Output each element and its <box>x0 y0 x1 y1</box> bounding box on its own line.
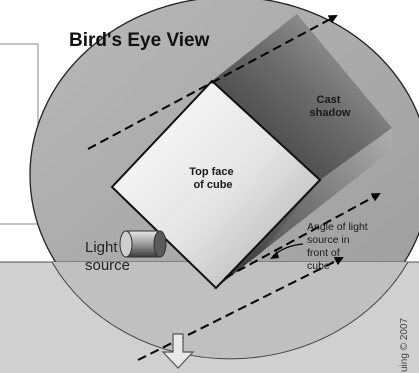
light-source-icon <box>120 231 166 257</box>
credit-text: uing © 2007 <box>399 317 410 372</box>
top-face-label: Top face of cube <box>189 166 236 191</box>
diagram-title: Bird's Eye View <box>69 30 210 51</box>
